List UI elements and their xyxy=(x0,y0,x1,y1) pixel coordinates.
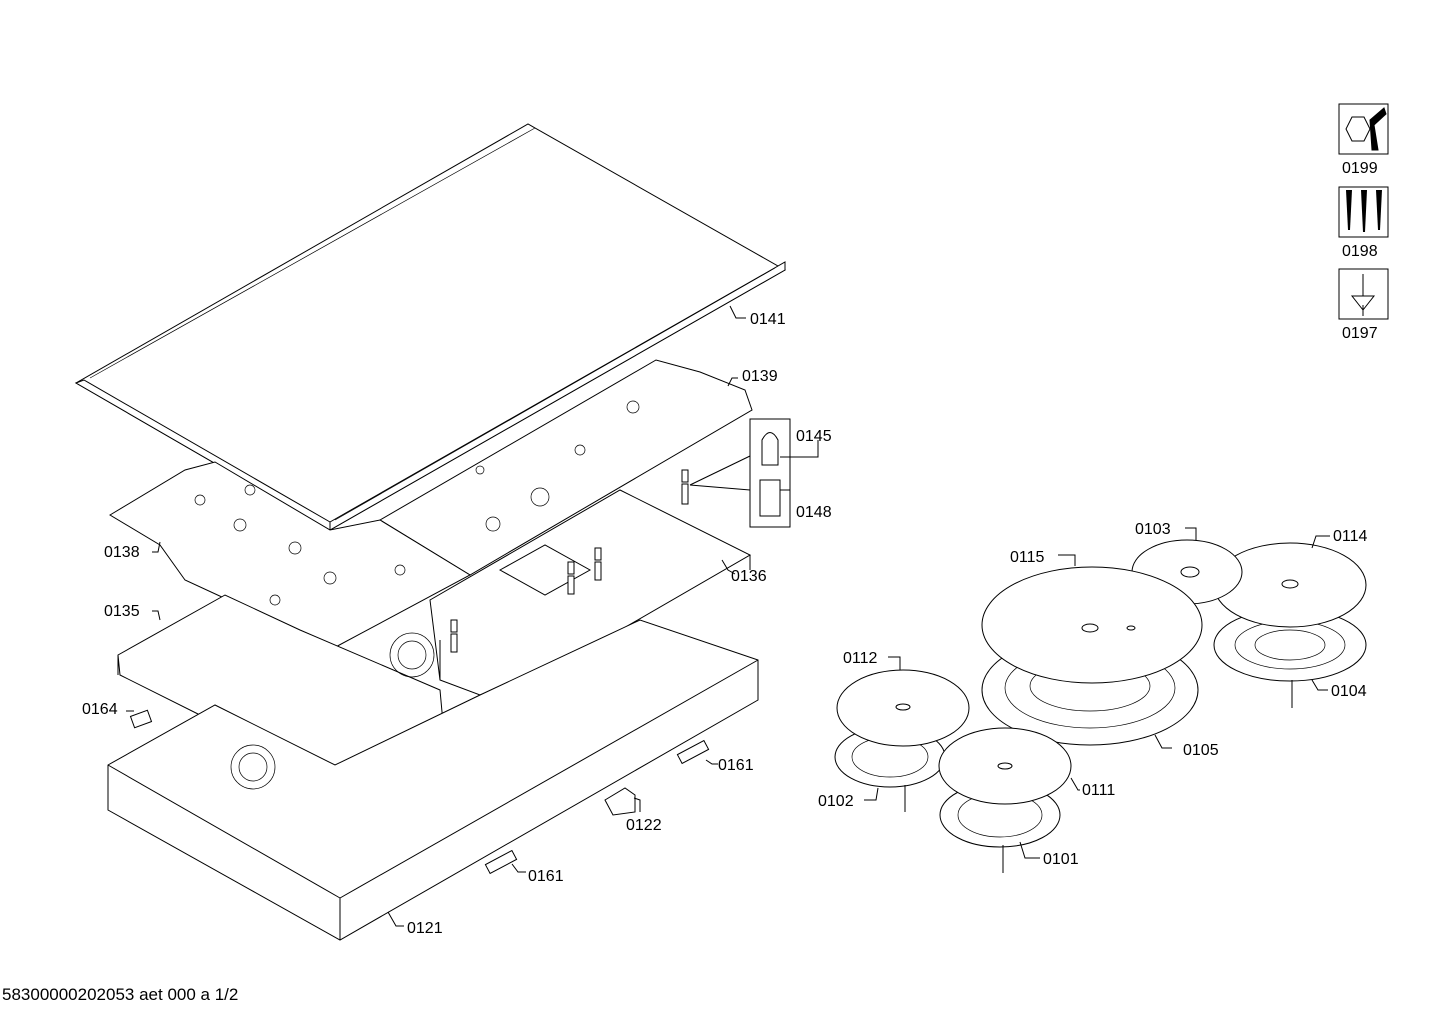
pin-spring-detail-box xyxy=(689,418,791,528)
nut-wrench-icon xyxy=(1338,103,1389,155)
screwdriver-icon xyxy=(1338,268,1389,320)
label-0121: 0121 xyxy=(407,920,443,937)
label-0105: 0105 xyxy=(1183,742,1219,759)
label-0104: 0104 xyxy=(1331,683,1367,700)
bracket-part-0122 xyxy=(604,787,636,816)
legend-label-0198: 0198 xyxy=(1342,243,1378,260)
insulation-plate-part xyxy=(109,461,472,651)
label-0136: 0136 xyxy=(731,568,767,585)
label-0114: 0114 xyxy=(1333,528,1368,545)
connector-part-0164 xyxy=(129,709,153,729)
legend-label-0197: 0197 xyxy=(1342,325,1378,342)
label-0161-lower: 0161 xyxy=(528,868,564,885)
label-0103: 0103 xyxy=(1135,521,1171,538)
screws-icon xyxy=(1338,186,1389,238)
pin-spring-group xyxy=(450,469,689,653)
label-0164: 0164 xyxy=(82,701,118,718)
label-0139: 0139 xyxy=(742,368,778,385)
clip-part-0161-lower xyxy=(484,849,518,875)
label-0101: 0101 xyxy=(1043,851,1079,868)
label-0138: 0138 xyxy=(104,544,140,561)
cover-disc-0115 xyxy=(981,566,1203,684)
label-0112: 0112 xyxy=(843,650,878,667)
clip-part-0161-upper xyxy=(676,739,710,765)
label-0122: 0122 xyxy=(626,817,662,834)
legend-label-0199: 0199 xyxy=(1342,160,1378,177)
legend-0197: 0197 xyxy=(1338,268,1389,342)
legend-0198: 0198 xyxy=(1338,186,1389,260)
legend-0199: 0199 xyxy=(1338,103,1389,177)
label-0141: 0141 xyxy=(750,311,786,328)
label-0161-upper: 0161 xyxy=(718,757,754,774)
callout-labels: 0141 0139 0145 0148 0138 0136 0135 0164 … xyxy=(82,311,1368,937)
cover-disc-0111 xyxy=(938,727,1072,805)
cover-disc-0112 xyxy=(836,669,970,747)
callout-leaders xyxy=(126,305,1330,927)
document-footer: 58300000202053 aet 000 a 1/2 xyxy=(2,985,238,1004)
glass-top-part xyxy=(74,123,787,531)
label-0145: 0145 xyxy=(796,428,832,445)
label-0148: 0148 xyxy=(796,504,832,521)
label-0115: 0115 xyxy=(1010,549,1045,566)
label-0111: 0111 xyxy=(1082,782,1115,799)
label-0135: 0135 xyxy=(104,603,140,620)
housing-part xyxy=(107,619,759,941)
label-0102: 0102 xyxy=(818,793,854,810)
